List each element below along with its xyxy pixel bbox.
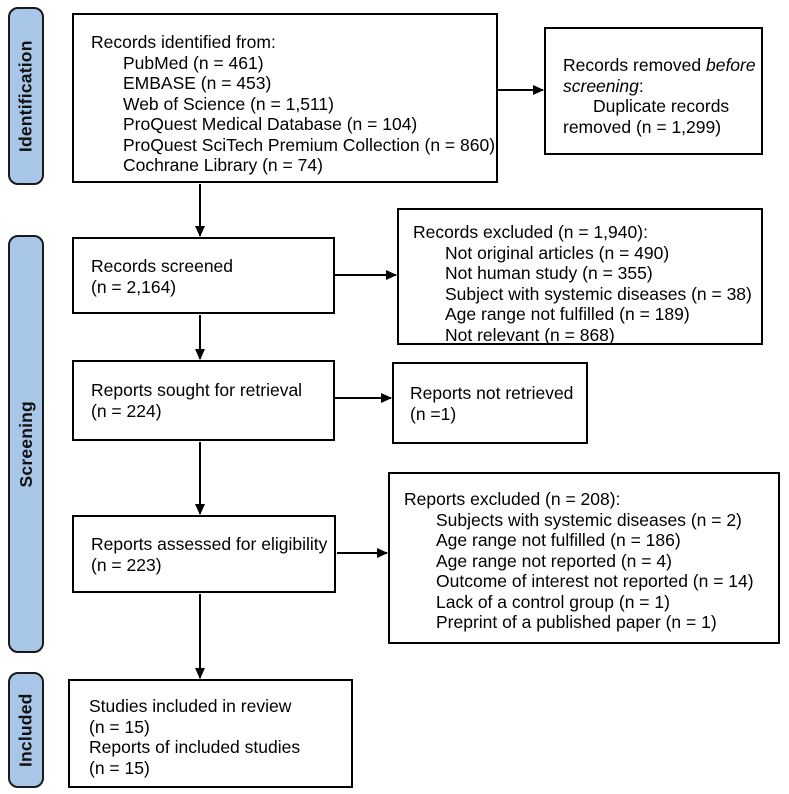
stage-included: Included <box>8 672 44 788</box>
box-records-identified: Records identified from: PubMed (n = 461… <box>72 13 498 183</box>
box-studies-included: Studies included in review (n = 15) Repo… <box>68 679 353 788</box>
list-item: EMBASE (n = 453) <box>123 73 272 93</box>
list-item: Web of Science (n = 1,511) <box>123 93 334 114</box>
box-title: Records excluded (n = 1,940): <box>413 222 648 242</box>
box-line: Records screened <box>91 256 234 276</box>
list-item: removed (n = 1,299) <box>563 116 722 137</box>
box-line: Reports assessed for eligibility <box>91 534 328 554</box>
list-item: Cochrane Library (n = 74) <box>123 155 323 175</box>
list-item: Subject with systemic diseases (n = 38) <box>445 283 752 304</box>
list-item: Outcome of interest not reported (n = 14… <box>436 571 754 591</box>
list-item: Not human study (n = 355) <box>445 263 653 283</box>
list-item: Duplicate records <box>593 96 730 116</box>
box-reports-excluded: Reports excluded (n = 208): Subjects wit… <box>388 472 780 644</box>
list-item: Not original articles (n = 490) <box>445 242 670 263</box>
box-line: (n = 15) <box>89 716 150 737</box>
title-italic: screening <box>563 75 639 96</box>
list-item: Lack of a control group (n = 1) <box>436 591 670 612</box>
box-reports-sought: Reports sought for retrieval (n = 224) <box>72 360 335 441</box>
box-line: (n = 224) <box>91 400 162 421</box>
stage-identification: Identification <box>8 7 44 185</box>
box-line: Studies included in review <box>89 696 292 716</box>
box-line: (n = 223) <box>91 554 162 575</box>
box-reports-not-retrieved: Reports not retrieved (n =1) <box>392 362 588 444</box>
title-italic: before <box>705 55 756 75</box>
box-line: (n =1) <box>410 403 457 424</box>
list-item: Age range not reported (n = 4) <box>436 550 672 571</box>
list-item: ProQuest SciTech Premium Collection (n =… <box>123 134 496 155</box>
list-item: Preprint of a published paper (n = 1) <box>436 612 717 632</box>
box-line: Reports of included studies <box>89 737 301 757</box>
list-item: Subjects with systemic diseases (n = 2) <box>436 509 742 530</box>
box-records-screened: Records screened (n = 2,164) <box>72 237 335 314</box>
list-item: ProQuest Medical Database (n = 104) <box>123 114 418 134</box>
box-line: Reports sought for retrieval <box>91 380 303 400</box>
box-title-line: Records removed before <box>563 55 756 76</box>
list-item: Not relevant (n = 868) <box>445 324 615 345</box>
box-title: Records identified from: <box>91 32 276 52</box>
box-title-line: screening: <box>563 76 753 97</box>
list-item: Age range not fulfilled (n = 186) <box>436 530 681 550</box>
title-prefix: Records removed <box>563 55 706 75</box>
list-item: Age range not fulfilled (n = 189) <box>445 304 690 324</box>
list-item: PubMed (n = 461) <box>123 52 264 73</box>
box-line: Reports not retrieved <box>410 383 574 403</box>
stage-identification-label: Identification <box>15 40 36 152</box>
stage-screening: Screening <box>8 235 44 653</box>
stage-included-label: Included <box>15 693 36 767</box>
title-colon: : <box>638 75 644 96</box>
box-line: (n = 2,164) <box>91 276 177 297</box>
box-records-removed-before-screening: Records removed before screening: Duplic… <box>544 27 763 155</box>
box-title: Reports excluded (n = 208): <box>404 489 621 509</box>
box-line: (n = 15) <box>89 757 150 778</box>
stage-screening-label: Screening <box>15 400 36 488</box>
box-reports-assessed: Reports assessed for eligibility (n = 22… <box>72 515 336 593</box>
box-records-excluded: Records excluded (n = 1,940): Not origin… <box>397 208 763 345</box>
